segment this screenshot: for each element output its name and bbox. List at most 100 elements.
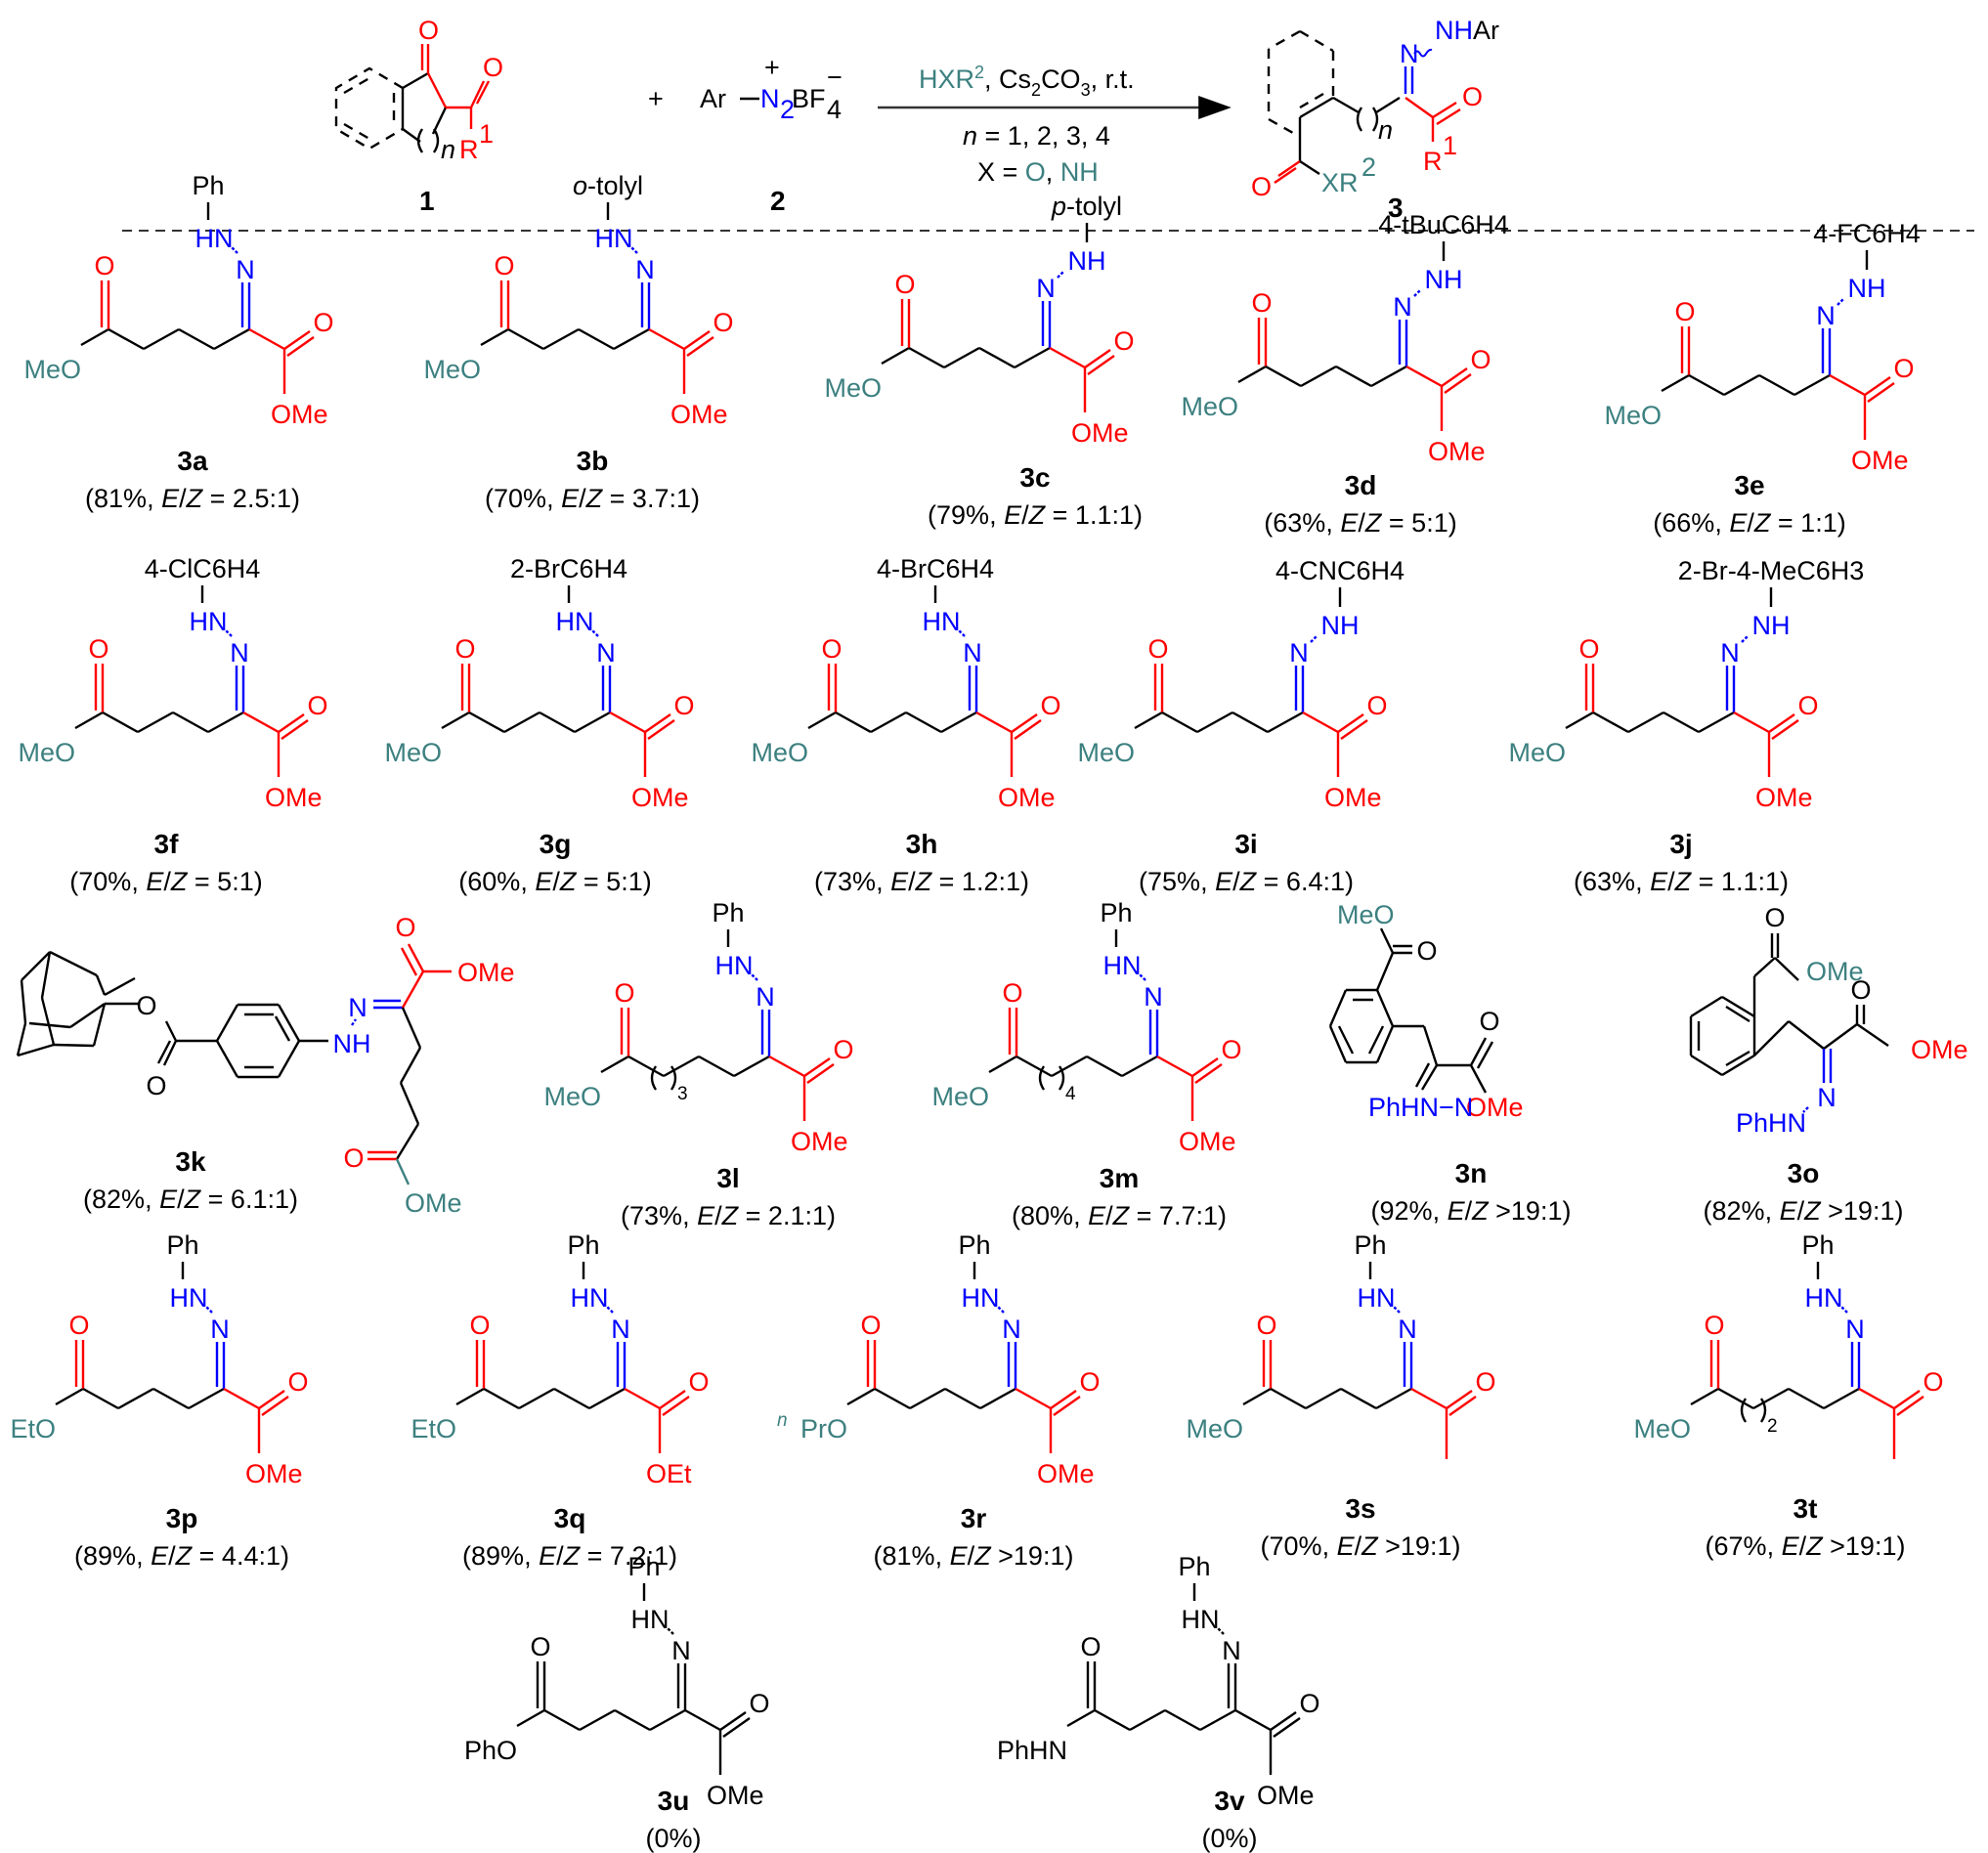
ester-group: OMe [265,783,323,812]
space [1129,1201,1137,1230]
bond [1717,1387,1754,1410]
yield-caption: (70%, E/Z = 5:1) [69,867,262,896]
paren-close: ) [1134,500,1143,530]
paren-open: ( [814,867,823,896]
ester-group: OMe [1851,446,1909,475]
prefix-sup: n [777,1410,788,1431]
bond [997,1306,1005,1314]
Z-label: Z [1805,1531,1824,1561]
bond [1305,1387,1342,1410]
bond [1698,711,1735,734]
ester-group: PrO [800,1414,847,1444]
atom-HN: HN [595,224,633,253]
ester-group: MeO [1077,738,1135,767]
bond [684,1708,721,1732]
paren-open: ( [1574,867,1582,896]
atom-O: O [1479,1007,1499,1036]
bond [609,711,646,734]
E-label: E [146,867,164,896]
ester-group: OMe [1071,418,1129,448]
atom-O: O [1470,345,1491,374]
diazonium-N: N [760,84,780,113]
bond [40,951,52,999]
compound-label: 3i [1234,829,1257,859]
aryl-substituent: Ph [166,1230,198,1260]
bond [516,1708,545,1728]
paren-close: ) [1780,867,1789,896]
bond [553,1387,590,1410]
diazonium-charge: + [764,53,780,82]
bond [1864,376,1891,396]
space [1278,867,1286,896]
bond [395,1123,420,1160]
bond [395,1158,411,1185]
bond [1196,711,1233,734]
tetrafluoroborate-sub: 4 [827,95,842,124]
aryl-substituent: o-tolyl [573,171,643,200]
E-label: E [1340,508,1359,538]
space [1378,1531,1386,1561]
atom-HN: HN [190,607,228,636]
atom-N: N [1400,39,1419,68]
paren-open: ( [462,1541,471,1571]
atom-N: N [963,638,982,668]
slash: / [168,1541,176,1571]
bracket [1058,1065,1065,1091]
atom-N: N [671,1636,691,1665]
bond [164,1020,178,1042]
bond [143,327,180,351]
bond [606,1306,614,1314]
bond [1448,1396,1477,1416]
yield-caption: (60%, E/Z = 5:1) [458,867,651,896]
atom-O: O [1674,297,1695,326]
paren-close: ) [1451,1531,1460,1561]
reaction-conditions: HXR2, Cs2CO3, r.t. n = 1, 2, 3, 4 X = O,… [919,63,1135,187]
bond [630,246,638,254]
compound-label: 3o [1788,1158,1820,1188]
repeat-count: 4 [1065,1084,1076,1104]
atom-N: N [1720,638,1740,668]
atom-HN: HN [1103,951,1142,980]
bond [1139,973,1146,981]
atom-N: N [635,255,655,284]
ez-ratio: 6.4:1 [1286,867,1345,896]
Z-label: Z [1674,867,1693,896]
atom-HN: HN [195,224,234,253]
yield-value: 80% [1020,1201,1073,1230]
yield-caption: (73%, E/Z = 1.2:1) [814,867,1029,896]
bond [663,1055,700,1078]
bond [215,1040,239,1078]
slash: / [579,484,586,513]
paren-open: ( [485,484,494,513]
E-label: E [1729,508,1748,538]
bond [117,1387,154,1410]
sep: , [1767,1531,1782,1561]
yield-value: 75% [1147,867,1200,896]
bond [1328,989,1348,1027]
aryl-substituent: 2-Br-4-MeC6H3 [1678,556,1865,585]
ester-group: MeO [543,1082,601,1111]
E-label: E [561,484,580,513]
bond [1414,1062,1431,1088]
bond [1802,1106,1809,1113]
ester-group: MeO [1337,900,1395,929]
atom-N: N [1002,1314,1021,1344]
ester-group: MeO [824,373,882,403]
bond [600,1055,629,1074]
ez-operator: > [998,1541,1014,1571]
yield-caption: (63%, E/Z = 1.1:1) [1574,867,1789,896]
atom-O: O [68,1311,89,1340]
bond [16,1022,27,1056]
bond [1823,1387,1860,1410]
bond [1627,711,1664,734]
aryl-substituent: 4-FC6H4 [1813,219,1921,248]
bond [1194,1063,1223,1084]
E-label: E [890,867,909,896]
bond [1788,1387,1825,1410]
bond [1661,373,1690,393]
paren-open: ( [69,867,78,896]
bond [223,1387,260,1410]
